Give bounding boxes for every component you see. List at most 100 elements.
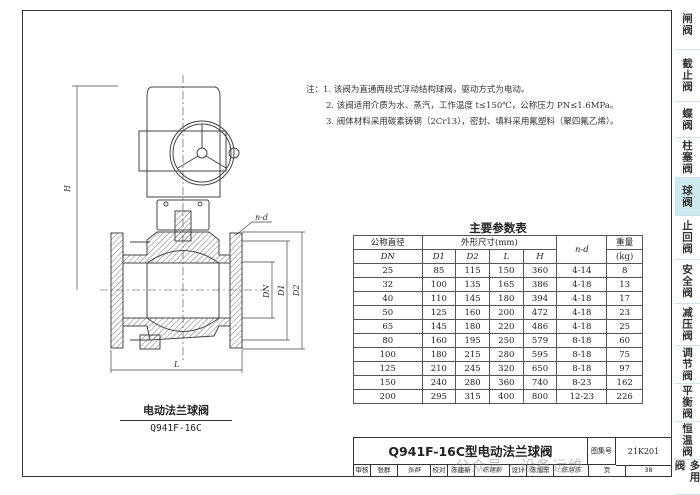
- table-cell: 13: [606, 277, 643, 292]
- checker-signature: 陈建新: [475, 465, 510, 476]
- table-cell: 4-18: [556, 291, 608, 306]
- table-cell: 360: [488, 375, 524, 390]
- dim-label-h: H: [63, 184, 72, 193]
- title-block: Q941F-16C型电动法兰球阀 图集号 21K201 审核 张群 张群 校对 …: [353, 437, 672, 477]
- watermark: 公众号 · 设备运维: [455, 457, 585, 475]
- atlas-label: 图集号: [588, 438, 616, 465]
- table-cell: 60: [606, 333, 643, 348]
- check-label: 校对: [431, 465, 448, 476]
- table-cell: 85: [421, 263, 457, 278]
- table-cell: 25: [353, 263, 423, 278]
- table-cell: 740: [522, 375, 558, 390]
- side-tab[interactable]: 蝶阀: [675, 102, 700, 138]
- table-cell: 12-23: [556, 389, 608, 404]
- header-nominal: 公称直径: [353, 235, 423, 250]
- header-nd: n-d: [556, 235, 608, 264]
- table-cell: 4-18: [556, 277, 608, 292]
- side-tab[interactable]: 调节阀: [675, 346, 700, 384]
- table-cell: 40: [353, 291, 423, 306]
- dim-label-nd: n-d: [255, 213, 268, 222]
- reviewer: 张群: [371, 465, 398, 476]
- table-cell: 75: [606, 347, 643, 362]
- table-cell: 210: [421, 361, 457, 376]
- header-weight: 重量: [606, 235, 643, 250]
- table-cell: 4-18: [556, 305, 608, 320]
- side-tab[interactable]: 闸阀: [675, 0, 700, 50]
- design-label: 设计: [510, 465, 527, 476]
- side-tabs: 闸阀截止阀蝶阀柱塞阀球阀止回阀安全阀减压阀调节阀平衡阀恒温阀多用阀: [674, 0, 700, 495]
- table-cell: 295: [421, 389, 457, 404]
- table-cell: 80: [353, 333, 423, 348]
- table-cell: 215: [455, 347, 490, 362]
- dim-label-dn: DN: [262, 284, 271, 299]
- note-1: 1. 该阀为直通两段式浮动结构球阀，驱动方式为电动。: [323, 85, 530, 95]
- atlas-number: 21K201: [616, 438, 671, 466]
- side-tab[interactable]: 柱塞阀: [675, 138, 700, 178]
- drawing-title: Q941F-16C型电动法兰球阀: [354, 438, 588, 465]
- side-tab[interactable]: 止回阀: [675, 216, 700, 260]
- table-cell: 8-18: [556, 347, 608, 362]
- table-header-row: 公称直径 外形尺寸(mm) n-d 重量: [353, 235, 643, 264]
- table-cell: 180: [488, 291, 524, 306]
- header-l: L: [488, 249, 524, 264]
- side-tab[interactable]: 平衡阀: [675, 384, 700, 422]
- table-cell: 135: [455, 277, 490, 292]
- dim-label-d1: D1: [277, 284, 286, 297]
- table-cell: 280: [455, 375, 490, 390]
- side-tab[interactable]: 安全阀: [675, 260, 700, 304]
- side-tab[interactable]: 恒温阀: [675, 422, 700, 460]
- table-cell: 486: [522, 319, 558, 334]
- side-tab[interactable]: 多用阀: [674, 460, 700, 495]
- caption-name: 电动法兰球阀: [120, 402, 232, 421]
- side-tab[interactable]: 截止阀: [675, 50, 700, 102]
- table-cell: 195: [455, 333, 490, 348]
- table-cell: 125: [421, 305, 457, 320]
- table-cell: 150: [353, 375, 423, 390]
- table-cell: 394: [522, 291, 558, 306]
- table-cell: 65: [353, 319, 423, 334]
- table-cell: 180: [455, 319, 490, 334]
- table-cell: 4-18: [556, 319, 608, 334]
- checker: 陈建新: [448, 465, 475, 476]
- table-cell: 4-14: [556, 263, 608, 278]
- table-cell: 245: [455, 361, 490, 376]
- table-cell: 162: [606, 375, 643, 390]
- table-cell: 240: [421, 375, 457, 390]
- header-h: H: [522, 249, 558, 264]
- designer: 陈旭东: [527, 465, 554, 476]
- header-weight-unit: (kg): [606, 249, 643, 264]
- table-cell: 472: [522, 305, 558, 320]
- valve-body: [110, 231, 243, 350]
- notes: 注：1. 该阀为直通两段式浮动结构球阀，驱动方式为电动。 2. 该阀适用介质为水…: [306, 82, 619, 130]
- table-cell: 226: [606, 389, 643, 404]
- table-subheader-row: DN D1 D2 L H (kg): [353, 249, 643, 264]
- table-cell: 280: [488, 347, 524, 362]
- table-cell: 320: [488, 361, 524, 376]
- side-tab[interactable]: 球阀: [675, 178, 700, 216]
- table-cell: 97: [606, 361, 643, 376]
- parameter-table: 公称直径 外形尺寸(mm) n-d 重量 DN D1 D2 L H (kg) 2…: [353, 235, 643, 404]
- table-cell: 160: [421, 333, 457, 348]
- table-cell: 115: [455, 263, 490, 278]
- side-tab[interactable]: 减压阀: [675, 304, 700, 346]
- table-cell: 23: [606, 305, 643, 320]
- table-cell: 160: [455, 305, 490, 320]
- header-dims: 外形尺寸(mm): [421, 235, 558, 250]
- table-cell: 8-18: [556, 333, 608, 348]
- actuator: [138, 86, 240, 198]
- table-cell: 315: [455, 389, 490, 404]
- table-cell: 180: [421, 347, 457, 362]
- notes-prefix: 注：: [306, 85, 324, 95]
- table-cell: 800: [522, 389, 558, 404]
- table-cell: 110: [421, 291, 457, 306]
- table-cell: 100: [353, 347, 423, 362]
